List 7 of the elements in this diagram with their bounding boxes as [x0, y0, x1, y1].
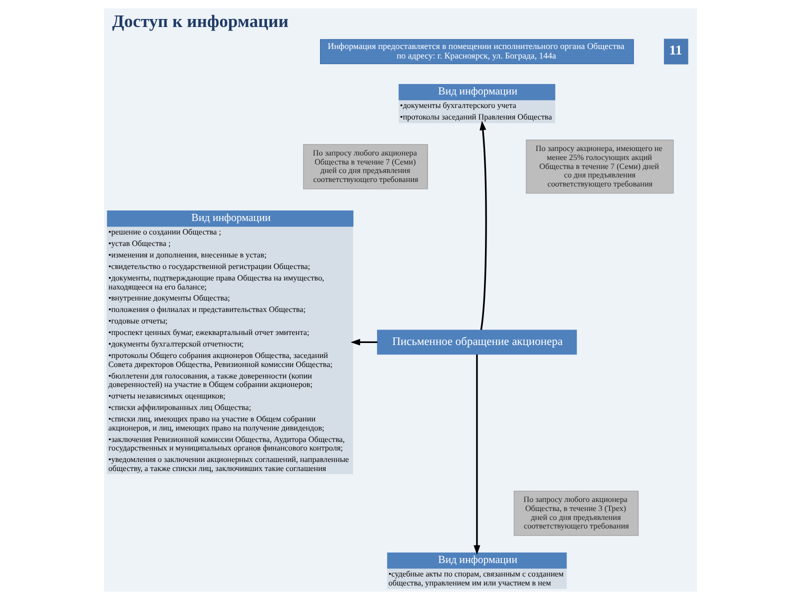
label: 11	[668, 42, 682, 58]
diagram-title: Доступ к информации	[112, 11, 288, 32]
node-box: Письменное обращение акционера	[376, 330, 576, 355]
arrow	[473, 354, 480, 555]
arrow	[350, 338, 377, 346]
node-box: Информация предоставляется в помещении исполнительного органа Общества по адресу: г. Красноярск, ул. Бограда, 144а	[320, 39, 634, 64]
arrow	[479, 120, 486, 330]
